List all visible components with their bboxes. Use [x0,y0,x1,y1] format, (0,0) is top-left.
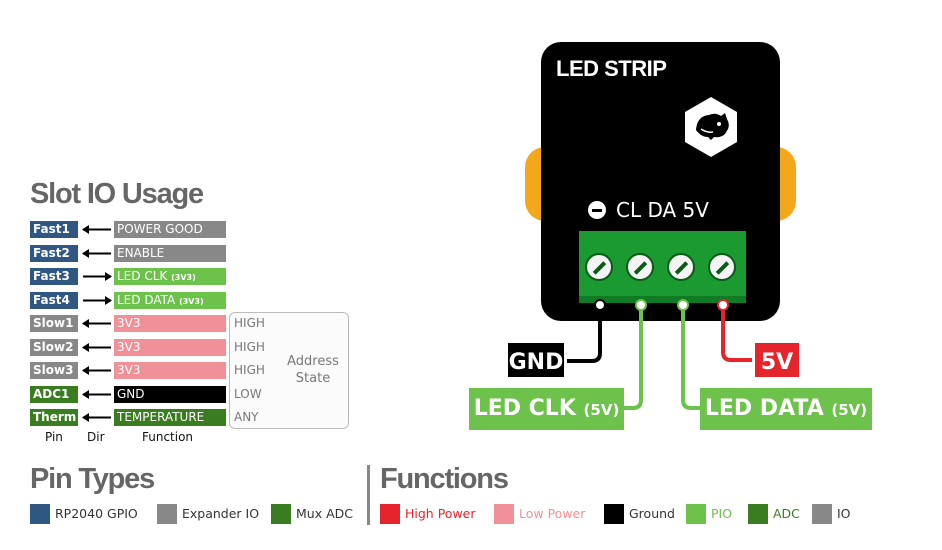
screw-clk-icon[interactable] [626,253,654,281]
wire-label-led-clk: LED CLK (5V) [469,388,624,430]
col-header-function: Function [142,430,194,444]
pin-fast1: Fast1 [30,221,78,238]
arrow-left-icon [82,319,111,328]
arrow-left-icon [82,366,111,375]
wire-label-5v: 5V [752,340,802,380]
functions-title: Functions [380,463,509,495]
state-4: HIGH [234,316,265,330]
legend-label: PIO [711,506,733,521]
module-title: LED STRIP [556,56,667,81]
minus-icon [588,201,606,219]
legend-label: High Power [405,506,476,521]
pin-fast3: Fast3 [30,268,78,285]
legend-swatch [271,504,291,524]
legend-swatch [748,504,768,524]
bear-logo-icon [685,97,737,157]
function-0: POWER GOOD [114,221,226,238]
arrow-left-icon [82,413,111,422]
state-7: LOW [234,386,262,401]
legend-swatch [30,504,50,524]
function-5: 3V3 [114,338,226,356]
pin-therm: Therm [30,409,78,426]
legend-label: Low Power [519,506,586,521]
legend-label: ADC [773,506,800,521]
slot-io-title: Slot IO Usage [30,178,204,210]
function-2: LED CLK (3V3) [114,268,226,285]
pin-adc1: ADC1 [30,385,78,403]
legend-label: RP2040 GPIO [55,506,138,521]
arrow-left-icon [82,248,111,258]
wire-gnd [565,305,602,363]
wire-data [681,305,700,410]
legend-swatch [380,504,400,524]
wire-5v [721,305,752,362]
address-state-label: Address State [287,354,339,386]
legend-label: Mux ADC [296,506,353,521]
state-5: HIGH [234,339,265,354]
legend-label: Ground [629,506,675,521]
legend-swatch [604,504,624,524]
pin-fast2: Fast2 [30,244,78,262]
col-header-pin: Pin [45,430,63,444]
legend-label: IO [837,506,851,521]
function-3: LED DATA (3V3) [114,291,226,309]
pin-types-title: Pin Types [30,463,155,495]
wire-label-gnd: GND [505,340,567,380]
screw-gnd-icon[interactable] [585,253,613,281]
screw-5v-icon[interactable] [708,253,736,281]
arrow-left-icon [82,389,111,399]
pin-labels: CL DA 5V [588,198,709,222]
function-4: 3V3 [114,315,226,332]
legend-label: Expander IO [182,506,260,521]
address-state-box [229,312,349,429]
screw-data-icon[interactable] [667,253,695,281]
pin-fast4: Fast4 [30,291,78,309]
function-8: TEMPERATURE [114,409,226,426]
wire-label-led-data: LED DATA (5V) [700,388,872,430]
arrow-right-icon [83,272,112,281]
legend-swatch [686,504,706,524]
state-8: ANY [234,410,259,424]
pin-slow3: Slow3 [30,362,78,379]
legend-swatch [494,504,514,524]
function-6: 3V3 [114,362,226,379]
col-header-dir: Dir [87,430,105,444]
pin-slow2: Slow2 [30,338,78,356]
pin-slow1: Slow1 [30,315,78,332]
legend-divider [367,465,370,525]
arrow-right-icon [83,295,112,305]
legend-swatch [157,504,177,524]
function-1: ENABLE [114,244,226,262]
wire-clk [623,305,643,410]
arrow-left-icon [82,225,111,234]
function-7: GND [114,385,226,403]
arrow-left-icon [82,342,111,352]
state-6: HIGH [234,363,265,377]
legend-swatch [812,504,832,524]
